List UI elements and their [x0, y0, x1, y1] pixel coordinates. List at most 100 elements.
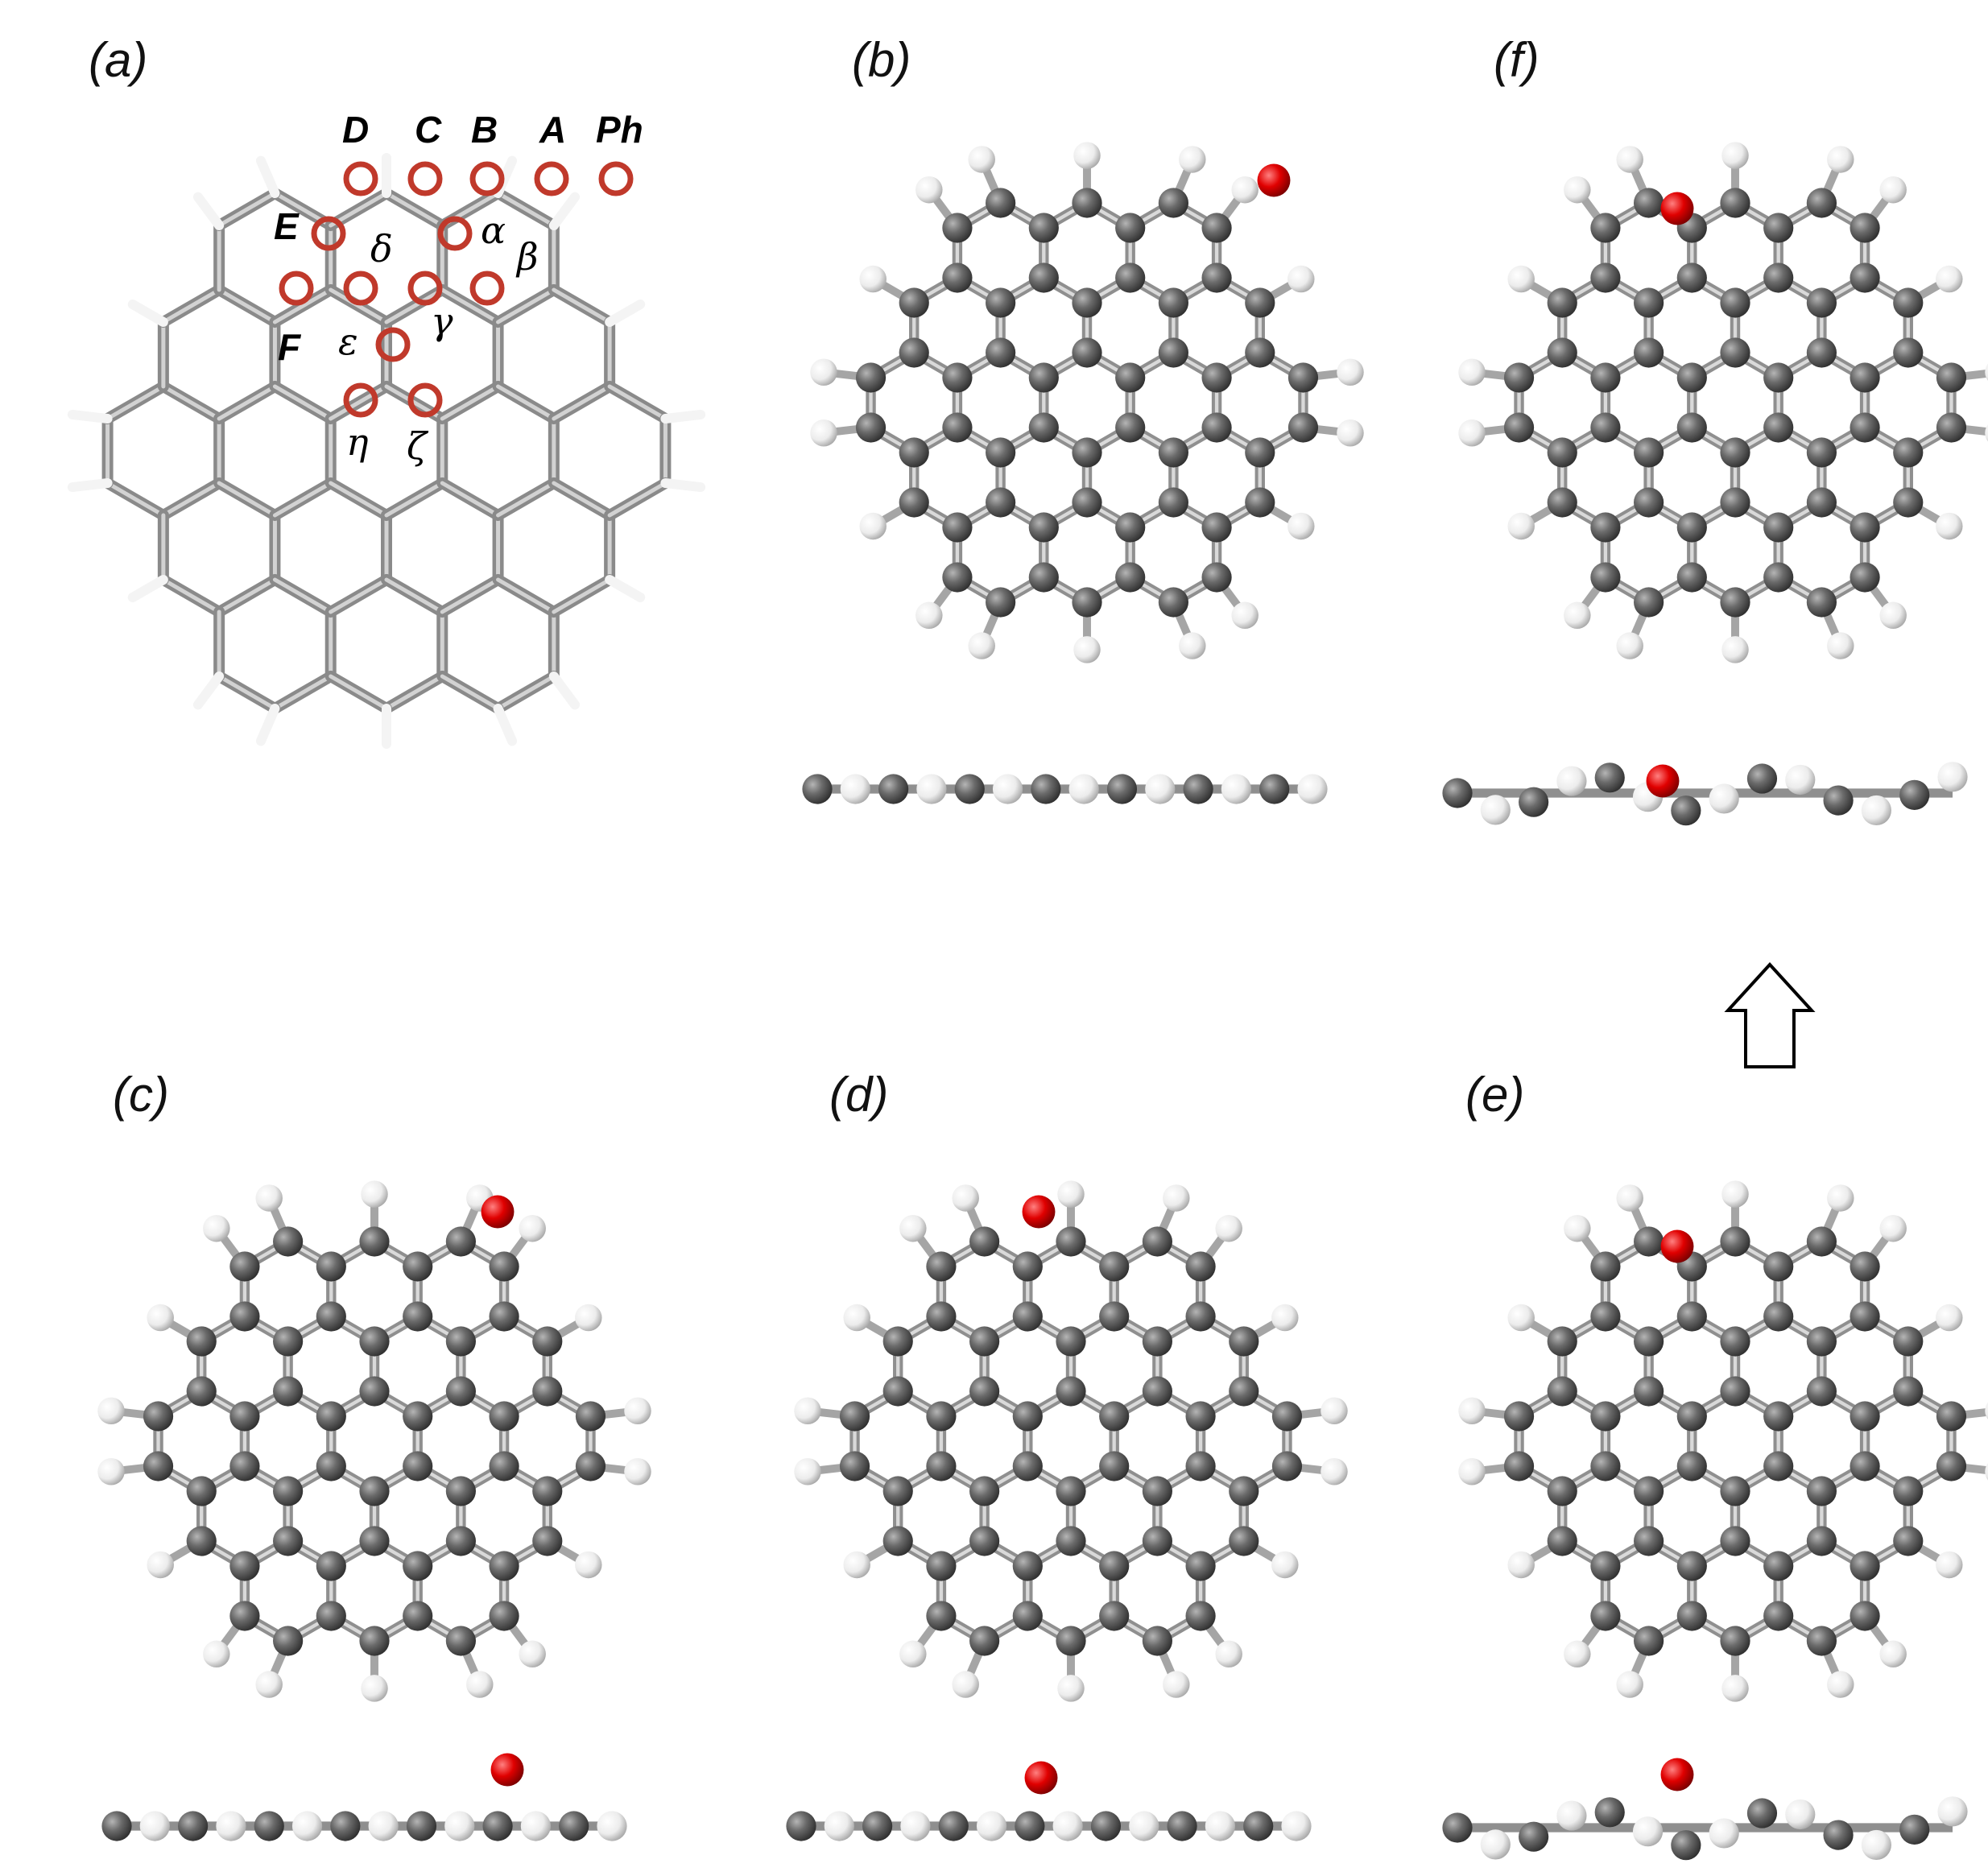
f-hydrogen-atom	[1564, 176, 1591, 204]
c-carbon-atom	[575, 1451, 606, 1481]
panel-label-e: (e)	[1465, 1068, 1524, 1122]
stick-bond-highlight	[384, 191, 444, 228]
b-side-atom	[878, 774, 909, 804]
e-carbon-atom	[1893, 1476, 1924, 1506]
d-hydrogen-atom	[1321, 1458, 1348, 1486]
f-hydrogen-atom	[1985, 424, 1988, 442]
e-carbon-atom	[1676, 1301, 1707, 1332]
d-hydrogen-atom	[1163, 1184, 1190, 1212]
b-side-atom	[1031, 774, 1061, 804]
b-carbon-atom	[899, 337, 929, 368]
stick-bond-highlight	[552, 577, 612, 614]
site-label-A: A	[539, 109, 566, 151]
e-carbon-atom	[1503, 1401, 1535, 1432]
c-carbon-atom	[489, 1401, 519, 1432]
b-side-atom	[1183, 774, 1213, 804]
e-carbon-atom	[1850, 1301, 1880, 1332]
f-hydrogen-atom	[1936, 512, 1963, 540]
f-side-atom	[1746, 763, 1778, 794]
e-hydrogen-atom	[1507, 1551, 1535, 1579]
e-hydrogen-atom	[1458, 1458, 1486, 1486]
f-side-atom	[1594, 762, 1625, 793]
e-carbon-atom	[1763, 1251, 1794, 1282]
f-side-atom	[1671, 795, 1701, 826]
b-side-atom	[1297, 774, 1328, 804]
stick-bond-highlight	[607, 481, 667, 518]
c-side-atom	[597, 1811, 627, 1841]
stick-ch-bond	[548, 671, 581, 710]
b-side-atom	[954, 774, 985, 804]
stick-bond-highlight	[217, 191, 277, 228]
d-carbon-atom	[969, 1476, 1000, 1506]
c-oxygen-atom	[481, 1195, 515, 1229]
stick-bond-highlight	[272, 674, 333, 711]
c-hydrogen-atom	[203, 1214, 230, 1242]
b-side-atom	[992, 774, 1023, 804]
c-carbon-atom	[403, 1401, 433, 1432]
f-carbon-atom	[1720, 337, 1750, 368]
f-side-atom	[1823, 785, 1854, 816]
b-carbon-atom	[1158, 188, 1188, 218]
b-carbon-atom	[1158, 287, 1188, 318]
site-label-C: C	[415, 109, 442, 151]
d-carbon-atom	[1185, 1401, 1216, 1432]
d-carbon-atom	[1185, 1551, 1216, 1581]
f-hydrogen-atom	[1827, 146, 1854, 173]
f-carbon-atom	[1676, 512, 1707, 543]
f-hydrogen-atom	[1616, 146, 1643, 173]
b-carbon-atom	[1201, 562, 1232, 593]
c-hydrogen-atom	[361, 1675, 388, 1702]
d-hydrogen-atom	[952, 1184, 979, 1212]
e-carbon-atom	[1806, 1326, 1837, 1357]
d-carbon-atom	[926, 1551, 957, 1581]
b-hydrogen-atom	[968, 146, 995, 173]
b-carbon-atom	[942, 512, 973, 543]
e-hydrogen-atom	[1616, 1671, 1643, 1698]
c-carbon-atom	[489, 1451, 519, 1481]
f-carbon-atom	[1806, 188, 1837, 218]
d-side-atom	[1090, 1811, 1122, 1841]
b-carbon-atom	[1158, 487, 1188, 518]
f-side-atom	[1785, 764, 1816, 795]
panel-f-top-view	[1458, 142, 1988, 663]
site-marker	[407, 271, 443, 306]
e-side-atom	[1480, 1829, 1511, 1860]
c-side-atom	[254, 1811, 284, 1841]
stick-bond-highlight	[329, 481, 389, 518]
f-side-atom	[1709, 783, 1739, 814]
site-label-E: E	[274, 205, 300, 247]
panel-d-side-view	[786, 1761, 1312, 1841]
f-carbon-atom	[1763, 262, 1794, 293]
c-hydrogen-atom	[255, 1184, 283, 1212]
d-carbon-atom	[926, 1301, 957, 1332]
stick-bond-highlight	[384, 577, 444, 614]
site-label-delta: δ	[370, 227, 393, 271]
b-carbon-atom	[1158, 437, 1188, 468]
d-carbon-atom	[1099, 1401, 1130, 1432]
b-side-atom	[1106, 774, 1138, 804]
d-carbon-atom	[1142, 1476, 1172, 1506]
f-hydrogen-atom	[1879, 601, 1907, 630]
e-side-atom	[1671, 1830, 1701, 1861]
d-carbon-atom	[1271, 1401, 1303, 1432]
site-marker	[375, 327, 411, 362]
d-side-atom	[862, 1811, 893, 1841]
e-side-atom	[1746, 1798, 1778, 1828]
stick-bond-highlight	[440, 674, 501, 711]
e-carbon-atom	[1634, 1476, 1664, 1506]
c-hydrogen-atom	[361, 1180, 388, 1208]
c-carbon-atom	[359, 1226, 390, 1257]
c-carbon-atom	[316, 1601, 346, 1631]
f-side-atom	[1519, 787, 1549, 817]
e-carbon-atom	[1720, 1226, 1750, 1257]
f-carbon-atom	[1634, 287, 1664, 318]
e-side-atom	[1899, 1814, 1930, 1845]
b-hydrogen-atom	[1179, 146, 1206, 173]
b-carbon-atom	[1028, 512, 1059, 543]
f-carbon-atom	[1590, 562, 1621, 593]
stick-bond-highlight	[496, 577, 556, 614]
d-carbon-atom	[926, 1451, 957, 1481]
f-carbon-atom	[1850, 412, 1880, 443]
b-hydrogen-atom	[1287, 512, 1315, 540]
d-hydrogen-atom	[794, 1458, 821, 1486]
